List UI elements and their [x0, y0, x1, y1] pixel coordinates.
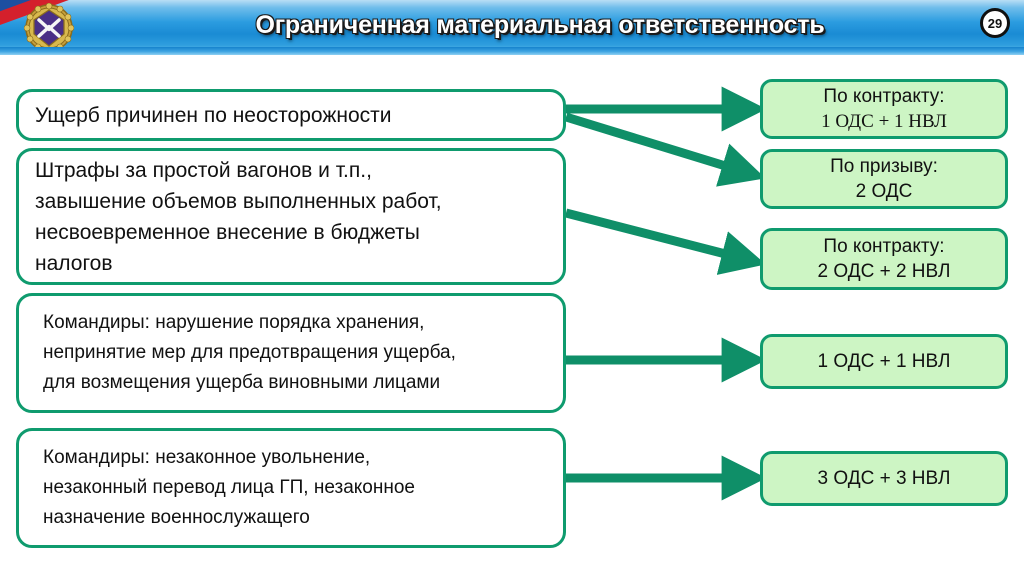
box-text-line: Ущерб причинен по неосторожности — [35, 103, 392, 127]
box-text-line: завышение объемов выполненных работ, — [35, 189, 442, 213]
left-box-cause-negligence[interactable]: Ущерб причинен по неосторожности — [16, 89, 566, 141]
left-box-fines-and-overstatements[interactable]: Штрафы за простой вагонов и т.п., завыше… — [16, 148, 566, 285]
box-text-line: несвоевременное внесение в бюджеты — [35, 220, 420, 244]
arrow-box2-to-contract2 — [564, 208, 766, 275]
slide-header: Ограниченная материальная ответственност… — [0, 0, 1024, 55]
header-bottom-rule — [0, 47, 1024, 55]
box-text-line: 3 ОДС + 3 НВЛ — [817, 468, 951, 489]
box-text-line: По контракту: — [823, 86, 945, 107]
box-text-line: 1 ОДС + 1 НВЛ — [821, 111, 947, 132]
box-text-line: Штрафы за простой вагонов и т.п., — [35, 158, 372, 182]
right-box-contract-1ods-1nvl[interactable]: По контракту: 1 ОДС + 1 НВЛ — [760, 79, 1008, 139]
right-box-1ods-1nvl[interactable]: 1 ОДС + 1 НВЛ — [760, 334, 1008, 389]
arrow-box1-to-conscription — [564, 112, 766, 187]
box-text-line: По призыву: — [830, 156, 938, 177]
box-text-line: Командиры: незаконное увольнение, — [43, 447, 371, 468]
box-text-line: 2 ОДС + 2 НВЛ — [817, 261, 951, 282]
box-text-line: Командиры: нарушение порядка хранения, — [43, 312, 425, 333]
box-text-line: 2 ОДС — [855, 181, 913, 202]
right-box-contract-2ods-2nvl[interactable]: По контракту: 2 ОДС + 2 НВЛ — [760, 228, 1008, 290]
box-text-line: для возмещения ущерба виновными лицами — [43, 372, 441, 393]
right-box-conscription-2ods[interactable]: По призыву: 2 ОДС — [760, 149, 1008, 209]
box-text-line: По контракту: — [823, 236, 945, 257]
russian-ministry-of-defence-emblem-icon — [24, 3, 74, 53]
page-number-badge: 29 — [980, 8, 1010, 38]
box-text-line: налогов — [35, 251, 113, 275]
box-text-line: незаконный перевод лица ГП, незаконное — [43, 477, 415, 498]
page-title: Ограниченная материальная ответственност… — [255, 10, 825, 39]
right-box-3ods-3nvl[interactable]: 3 ОДС + 3 НВЛ — [760, 451, 1008, 506]
left-box-commanders-storage-violations[interactable]: Командиры: нарушение порядка хранения, н… — [16, 293, 566, 413]
left-box-commanders-illegal-dismissal[interactable]: Командиры: незаконное увольнение, незако… — [16, 428, 566, 548]
box-text-line: назначение военнослужащего — [43, 507, 310, 528]
box-text-line: непринятие мер для предотвращения ущерба… — [43, 342, 456, 363]
box-text-line: 1 ОДС + 1 НВЛ — [817, 351, 951, 372]
